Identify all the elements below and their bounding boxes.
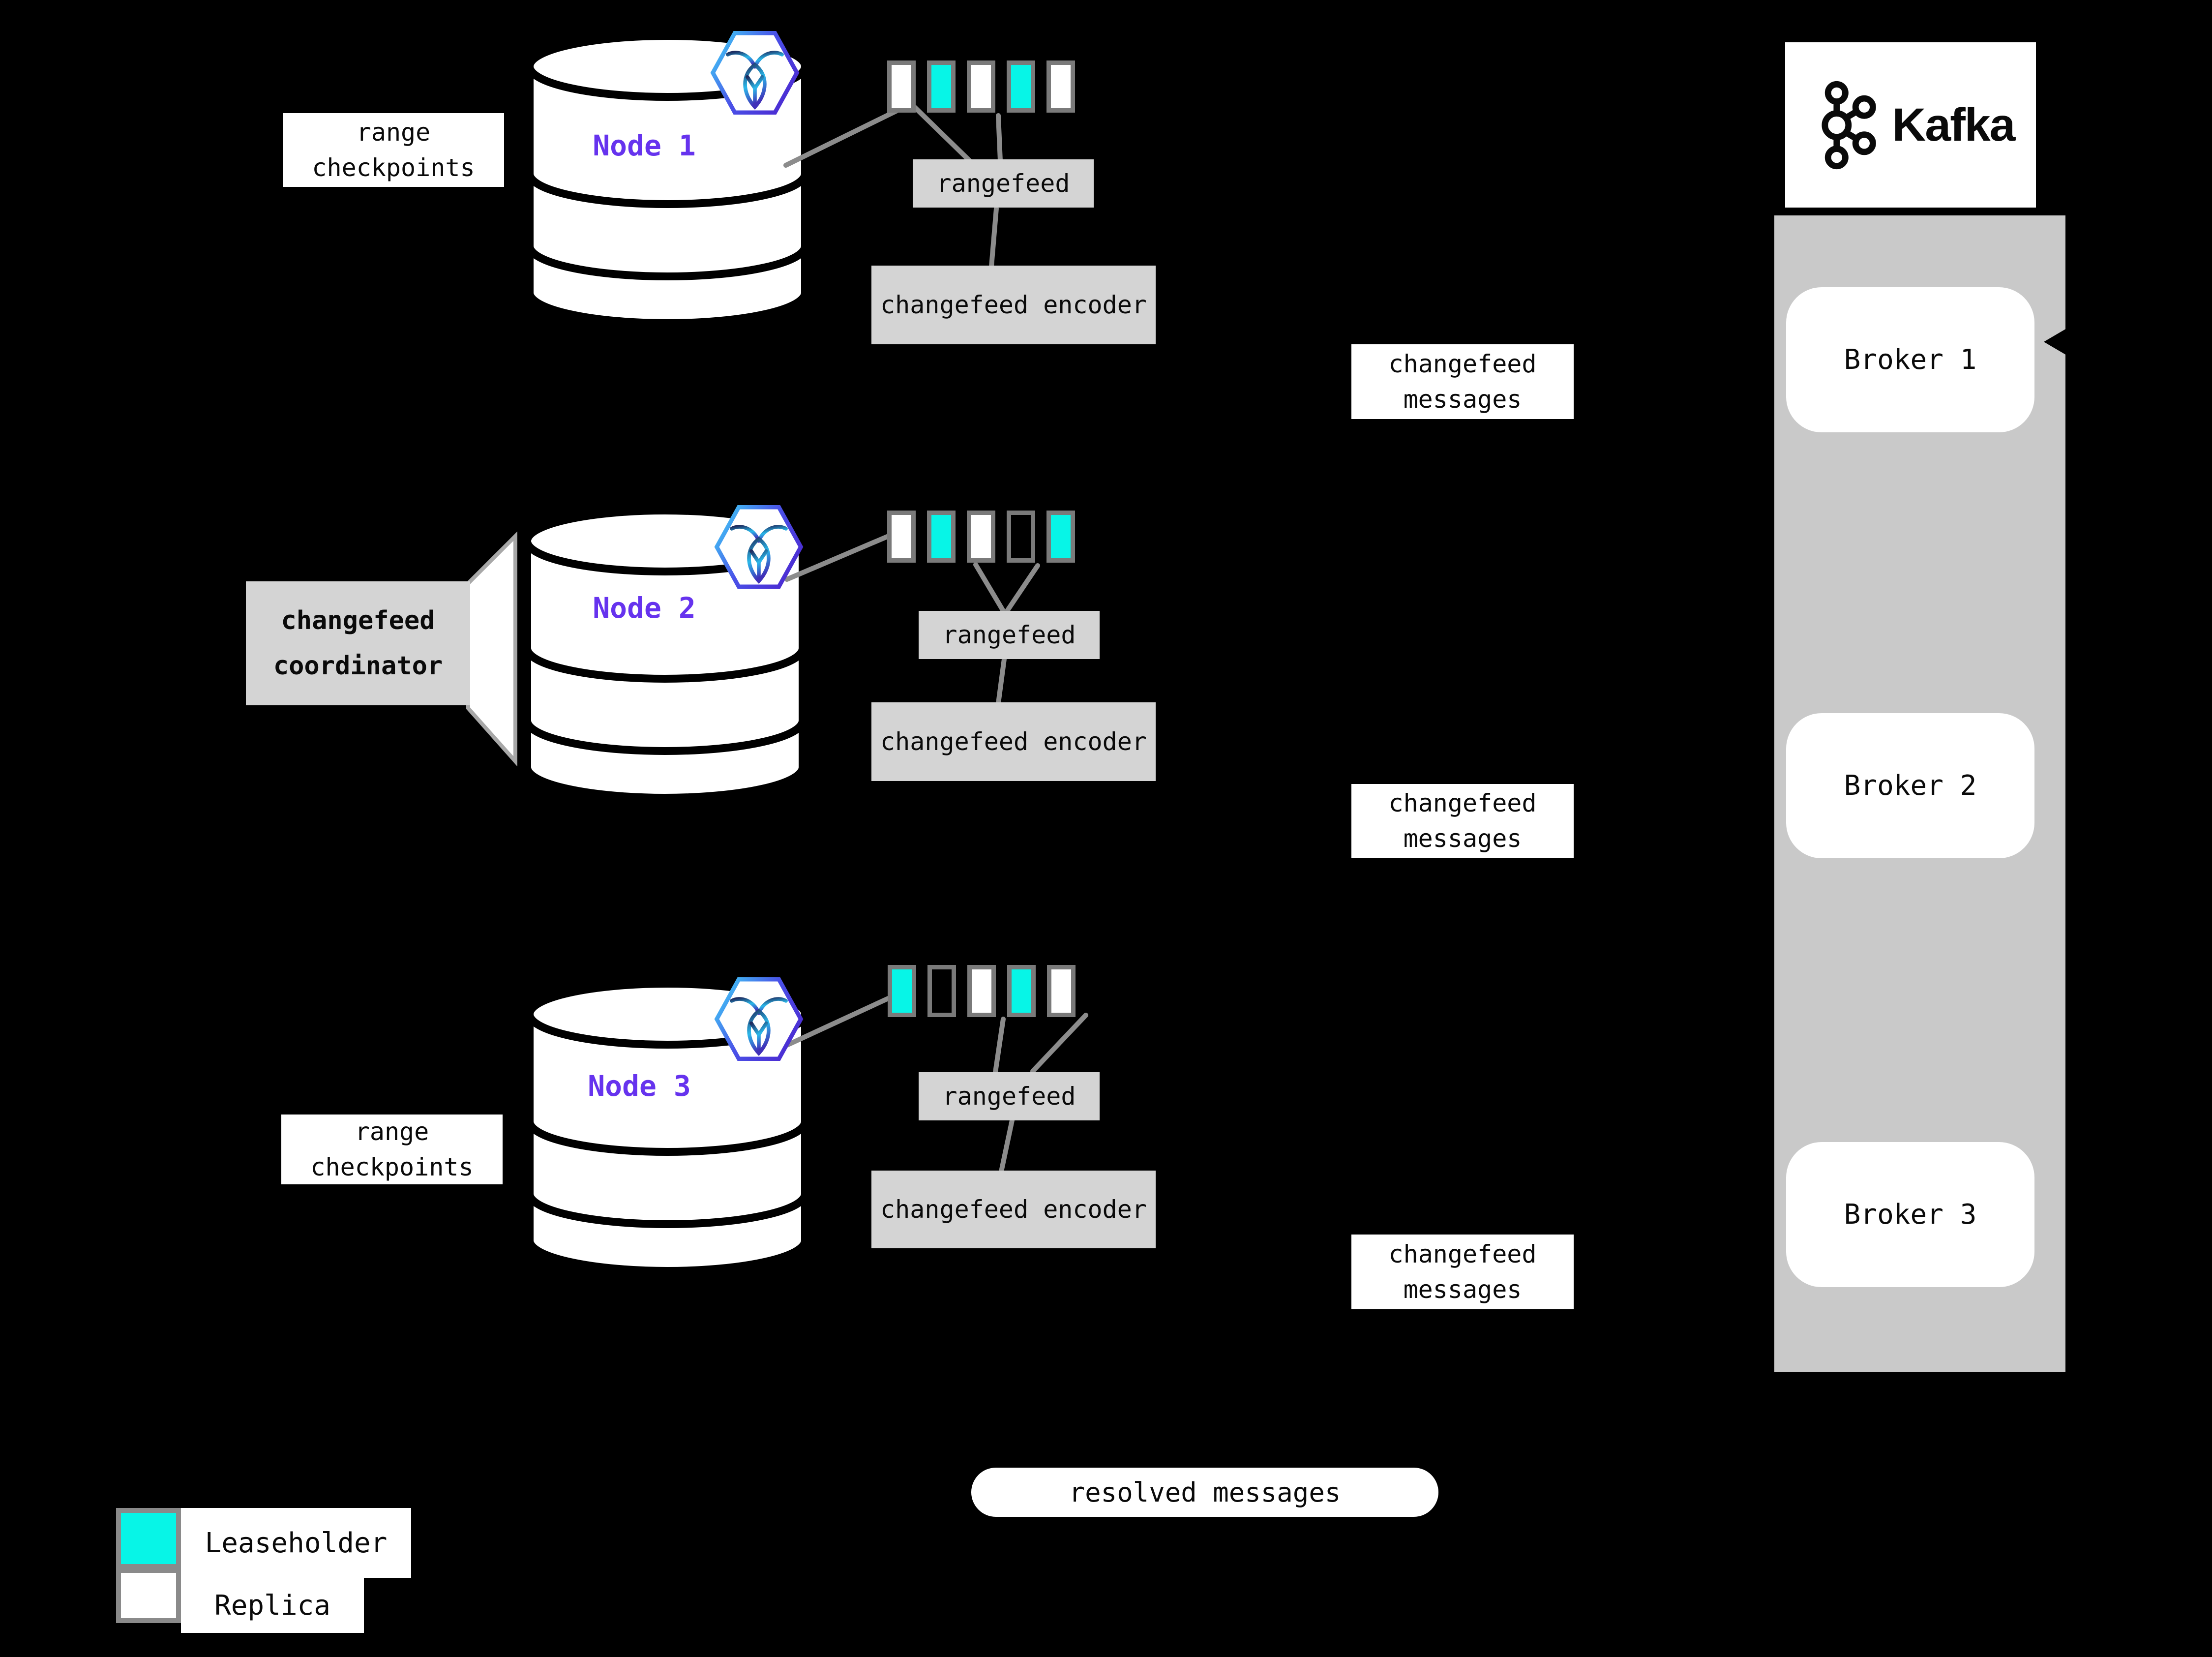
broker-1: Broker 1 (1786, 287, 2034, 432)
range-square-empty (1007, 511, 1035, 563)
range-square-replica (967, 511, 995, 563)
legend-leaseholder-swatch (116, 1508, 181, 1569)
changefeed-messages-label-3: changefeed messages (1351, 1235, 1574, 1309)
range-square-empty (927, 965, 956, 1017)
range-square-leaseholder (1007, 60, 1035, 113)
changefeed-messages-label-1: changefeed messages (1351, 344, 1574, 419)
resolved-messages-pill: resolved messages (971, 1468, 1438, 1517)
broker-3: Broker 3 (1786, 1142, 2034, 1287)
cockroachdb-logo-icon (714, 505, 804, 589)
range-square-replica (1046, 60, 1075, 113)
rangefeed-box-3: rangefeed (919, 1072, 1100, 1120)
range-square-leaseholder (1046, 511, 1075, 563)
rangefeed-box-2: rangefeed (919, 611, 1100, 659)
range-square-leaseholder (927, 60, 956, 113)
coordinator-pointer-flag (466, 531, 517, 767)
arrowhead-into-broker1 (2044, 329, 2066, 355)
range-square-replica (967, 965, 996, 1017)
kafka-title: Kafka (1892, 98, 2016, 151)
node3-name: Node 3 (588, 1069, 691, 1103)
range-square-leaseholder (927, 511, 956, 563)
range-checkpoints-label-1: range checkpoints (283, 113, 504, 187)
cockroachdb-logo-icon (710, 30, 800, 115)
legend-leaseholder-label: Leaseholder (181, 1508, 411, 1578)
range-checkpoints-label-2: range checkpoints (281, 1115, 503, 1184)
changefeed-encoder-box-2: changefeed encoder (871, 702, 1156, 781)
legend-replica-swatch (116, 1568, 181, 1623)
node2-range-squares (887, 511, 1075, 563)
range-square-leaseholder (888, 965, 916, 1017)
rangefeed-box-1: rangefeed (913, 159, 1094, 208)
node1-name: Node 1 (593, 129, 696, 162)
range-square-replica (967, 60, 995, 113)
legend-replica-label: Replica (181, 1578, 364, 1633)
changefeed-coordinator-box: changefeed coordinator (246, 581, 470, 705)
node2-name: Node 2 (593, 591, 696, 625)
changefeed-messages-label-2: changefeed messages (1351, 784, 1574, 858)
kafka-logo-box: Kafka (1785, 42, 2036, 208)
node1-range-squares (887, 60, 1075, 113)
range-square-replica (1047, 965, 1076, 1017)
cockroachdb-logo-icon (714, 977, 804, 1061)
range-square-replica (887, 511, 916, 563)
range-square-leaseholder (1007, 965, 1036, 1017)
changefeed-encoder-box-1: changefeed encoder (871, 266, 1156, 344)
node3-range-squares (888, 965, 1076, 1017)
range-square-replica (887, 60, 916, 113)
kafka-logo-icon (1822, 81, 1876, 169)
broker-2: Broker 2 (1786, 713, 2034, 858)
changefeed-encoder-box-3: changefeed encoder (871, 1171, 1156, 1248)
